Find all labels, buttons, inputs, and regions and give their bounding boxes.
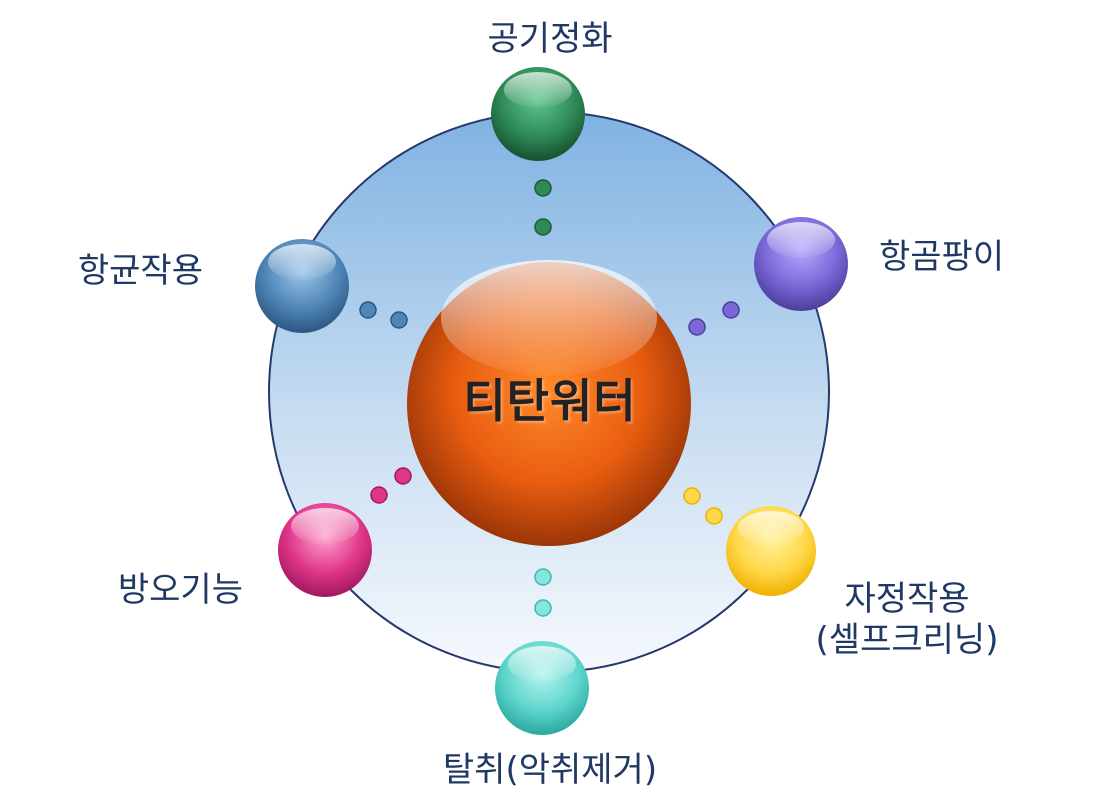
connector-dots-top [534,179,552,236]
node-label-lower-left: 방오기능 [117,570,243,610]
node-label-lower-right-line1: 자정작용 [844,579,970,619]
connector-dots-lower-right [683,487,723,525]
connector-dots-upper-right [688,301,740,336]
node-sphere-top [491,67,585,161]
connector-dots-upper-left [359,301,408,329]
node-label-top: 공기정화 [487,19,613,59]
connector-dots-lower-left [370,467,412,504]
node-sphere-lower-right [726,506,816,596]
node-label-lower-right-line2: (셀프크리닝) [815,620,999,660]
center-label: 티탄워터 [463,374,637,428]
node-sphere-bottom [495,641,589,735]
node-label-upper-right: 항곰팡이 [879,237,1005,277]
node-label-upper-left: 항균작용 [77,251,203,291]
node-label-bottom: 탈취(악취제거) [442,750,658,790]
center-sphere [407,260,691,546]
node-sphere-lower-left [278,503,372,597]
connector-dots-bottom [534,568,552,617]
node-sphere-upper-left [255,239,349,333]
node-sphere-upper-right [754,217,848,311]
